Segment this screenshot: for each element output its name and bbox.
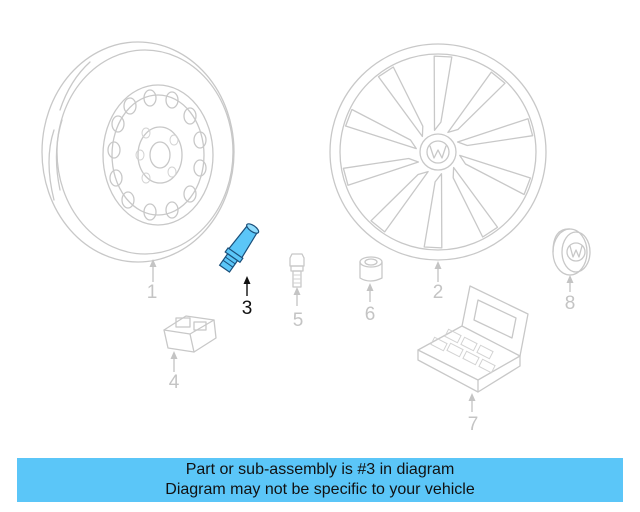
callout-2[interactable]: 2 — [433, 261, 444, 303]
alloy-wheel-spoke — [456, 118, 534, 147]
callout-6-label: 6 — [365, 304, 376, 325]
tpms-valve-stem-part[interactable] — [217, 221, 262, 274]
alloy-wheel-spoke — [447, 71, 506, 134]
tool-kit-part[interactable] — [417, 285, 529, 393]
callout-3-label: 3 — [242, 298, 253, 319]
callout-6[interactable]: 6 — [365, 283, 376, 325]
alloy-wheel-spoke — [459, 154, 532, 196]
callout-4-label: 4 — [169, 372, 180, 393]
alloy-wheel-part[interactable] — [329, 43, 547, 261]
callout-1-label: 1 — [147, 282, 158, 303]
callout-3[interactable]: 3 — [242, 276, 253, 319]
callout-5-label: 5 — [293, 310, 304, 331]
alloy-wheel-spoke — [452, 166, 499, 238]
callout-2-label: 2 — [433, 282, 444, 303]
steel-wheel-part[interactable] — [41, 41, 235, 263]
callout-8-label: 8 — [565, 293, 576, 314]
alloy-wheel-spoke — [433, 55, 453, 131]
alloy-wheel-spoke — [377, 66, 424, 138]
info-banner: Part or sub-assembly is #3 in diagram Di… — [17, 458, 623, 502]
alloy-wheel-spoke — [344, 108, 417, 150]
banner-line-1: Part or sub-assembly is #3 in diagram — [185, 461, 455, 478]
banner-line-2: Diagram may not be specific to your vehi… — [165, 481, 475, 498]
callout-7[interactable]: 7 — [468, 393, 479, 435]
alloy-wheel-spoke — [370, 170, 429, 233]
wheel-lock-part[interactable] — [359, 256, 383, 282]
alloy-wheel-spoke — [423, 173, 443, 249]
callout-7-label: 7 — [468, 414, 479, 435]
alloy-wheel-spoke — [342, 157, 420, 186]
center-cap-part[interactable] — [552, 228, 591, 276]
callout-4[interactable]: 4 — [169, 351, 180, 393]
callout-1[interactable]: 1 — [147, 259, 158, 303]
tpms-sensor-part[interactable] — [163, 315, 217, 353]
callout-8[interactable]: 8 — [565, 275, 576, 314]
callout-5[interactable]: 5 — [293, 287, 304, 331]
wheel-bolt-part[interactable] — [289, 253, 305, 288]
